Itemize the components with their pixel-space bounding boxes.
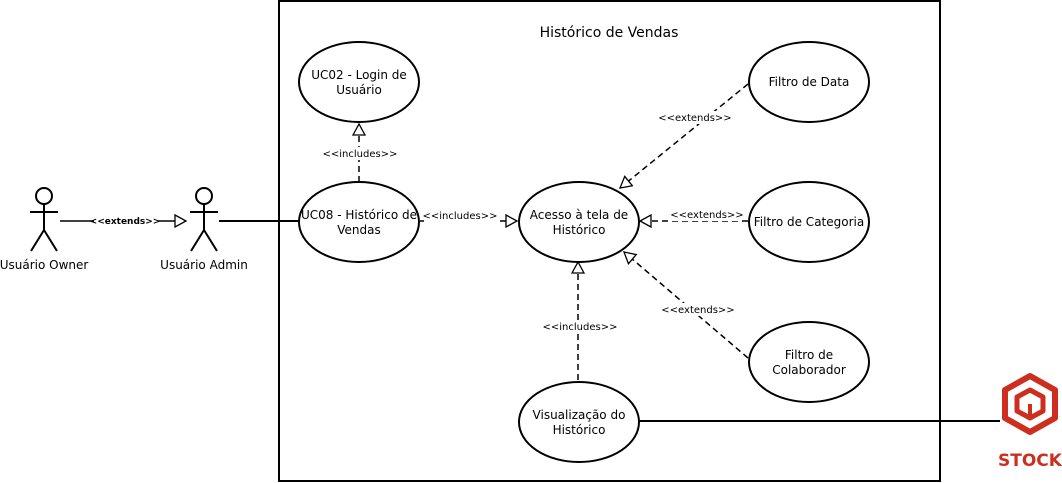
edge-categoria-acesso-label: <<extends>> (670, 210, 743, 221)
actor-owner-label: Usuário Owner (0, 258, 88, 272)
system-title: Histórico de Vendas (540, 25, 679, 41)
system-boundary (278, 0, 941, 482)
actor-owner[interactable] (30, 187, 58, 252)
actor-admin-label: Usuário Admin (160, 258, 248, 272)
stock-logo-text: STOCK (998, 451, 1062, 471)
edge-categoria-acesso-bg (672, 208, 742, 221)
edge-visualizacao-acesso-bg (545, 320, 615, 333)
usecase-login[interactable]: UC02 - Login de Usuário (298, 41, 420, 123)
stock-cube-icon (1002, 373, 1058, 435)
edge-colaborador-acesso-bg (663, 303, 733, 316)
edge-historico-acesso-bg (424, 209, 498, 222)
edge-historico-login-bg (326, 147, 392, 160)
actor-owner-head (35, 187, 53, 205)
usecase-visualizacao[interactable]: Visualização do Histórico (518, 381, 640, 463)
edge-data-acesso-bg (660, 111, 730, 124)
usecase-login-line1: UC02 - Login de (311, 68, 407, 82)
usecase-filtro-data[interactable]: Filtro de Data (748, 41, 870, 123)
usecase-acesso-line2: Histórico (553, 223, 606, 237)
usecase-historico[interactable]: UC08 - Histórico de Vendas (298, 181, 420, 263)
usecase-visualizacao-line1: Visualização do (533, 408, 626, 422)
usecase-visualizacao-line2: Histórico (553, 423, 606, 437)
usecase-acesso[interactable]: Acesso à tela de Histórico (518, 181, 640, 263)
usecase-historico-line1: UC08 - Histórico de (301, 208, 417, 222)
usecase-filtro-colaborador-line2: Colaborador (772, 363, 846, 377)
actor-admin-head (195, 187, 213, 205)
edge-colaborador-acesso-label: <<extends>> (661, 305, 734, 316)
usecase-historico-line2: Vendas (337, 223, 381, 237)
edge-data-acesso-label: <<extends>> (658, 113, 731, 124)
edge-visualizacao-acesso-label: <<includes>> (543, 322, 618, 333)
usecase-filtro-categoria[interactable]: Filtro de Categoria (748, 181, 870, 263)
usecase-login-line2: Usuário (336, 83, 382, 97)
usecase-acesso-line1: Acesso à tela de (530, 208, 628, 222)
edge-historico-login-label: <<includes>> (323, 149, 398, 160)
edge-historico-acesso-label: <<includes>> (423, 211, 498, 222)
actor-admin[interactable] (190, 187, 218, 252)
usecase-filtro-categoria-line1: Filtro de Categoria (754, 215, 864, 229)
usecase-filtro-data-line1: Filtro de Data (769, 75, 850, 89)
stock-logo: STOCK (998, 373, 1062, 471)
edge-owner-admin-bg (94, 214, 158, 227)
usecase-filtro-colaborador[interactable]: Filtro de Colaborador (748, 321, 870, 403)
edge-data-acesso (620, 83, 749, 188)
usecase-filtro-colaborador-line1: Filtro de (785, 348, 833, 362)
edge-owner-admin-label: <<extends>> (90, 217, 161, 227)
